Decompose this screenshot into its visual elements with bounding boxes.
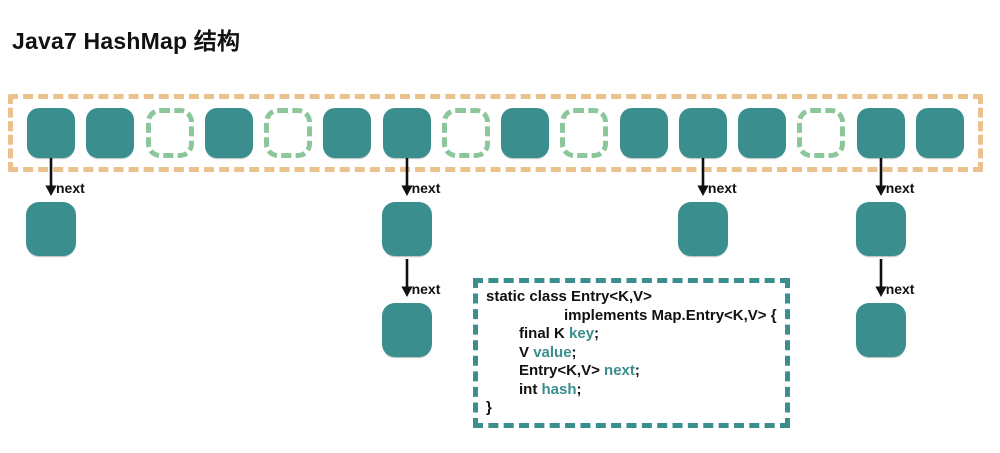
bucket-slot-14-filled: [856, 108, 905, 158]
code-line-next-field: Entry<K,V> next;: [486, 362, 775, 381]
code-text: implements Map.Entry<K,V> {: [564, 306, 777, 324]
chain-bucket-11: next: [677, 158, 737, 259]
entry-node: [381, 303, 432, 357]
next-pointer: next: [43, 158, 85, 196]
code-text: Entry<K,V>: [519, 362, 605, 379]
bucket-slot-1-filled: [86, 108, 135, 158]
next-label: next: [56, 180, 85, 196]
entry-class-code-block: static class Entry<K,V> implements Map.E…: [473, 278, 790, 428]
next-label: next: [411, 180, 441, 196]
bucket-slot-4-empty: [264, 108, 313, 158]
bucket-slot-15-filled: [915, 108, 964, 158]
bucket-slot-2-empty: [145, 108, 194, 158]
code-text: int: [519, 380, 542, 398]
chain-bucket-0: next: [25, 158, 85, 259]
code-text: static class Entry<K,V>: [486, 288, 652, 305]
next-pointer: next: [399, 158, 440, 196]
code-field-name: value: [533, 343, 572, 361]
next-label: next: [411, 281, 441, 297]
code-line-value-field: V value;: [486, 344, 775, 363]
code-text: }: [486, 399, 492, 416]
bucket-slot-3-filled: [204, 108, 253, 158]
next-label: next: [885, 180, 915, 196]
bucket-slot-11-filled: [678, 108, 727, 158]
code-text: ;: [576, 380, 582, 398]
bucket-slot-5-filled: [323, 108, 372, 158]
code-field-name: hash: [541, 380, 577, 398]
entry-node: [855, 303, 906, 357]
bucket-slot-10-filled: [619, 108, 668, 158]
bucket-slot-13-empty: [797, 108, 846, 158]
next-pointer: next: [873, 158, 914, 196]
bucket-slot-12-filled: [738, 108, 787, 158]
code-text: ;: [634, 362, 640, 379]
bucket-slot-9-empty: [560, 108, 609, 158]
next-label: next: [885, 281, 915, 297]
bucket-slot-8-filled: [501, 108, 550, 158]
chain-bucket-14: next next: [855, 158, 914, 360]
entry-node: [677, 202, 728, 256]
entry-node: [855, 202, 906, 256]
arrow-down-icon: [875, 259, 887, 297]
code-line-hash-field: int hash;: [486, 381, 775, 400]
entry-node: [381, 202, 432, 256]
chain-bucket-6: next next: [381, 158, 440, 360]
code-text: final K: [519, 325, 570, 342]
code-text: V: [519, 343, 534, 361]
arrow-down-icon: [875, 158, 887, 196]
next-pointer: next: [873, 259, 914, 297]
bucket-slot-6-filled: [382, 108, 431, 158]
bucket-slot-0-filled: [27, 108, 75, 158]
arrow-down-icon: [400, 259, 413, 297]
next-pointer: next: [695, 158, 737, 196]
arrow-down-icon: [400, 158, 413, 196]
bucket-slot-7-empty: [441, 108, 490, 158]
next-label: next: [707, 180, 737, 196]
code-field-name: key: [569, 325, 595, 342]
code-line-implements: implements Map.Entry<K,V> {: [486, 306, 777, 326]
code-line-key-field: final K key;: [486, 325, 775, 344]
next-pointer: next: [399, 259, 440, 297]
code-line-close-brace: }: [486, 399, 775, 418]
bucket-array: [8, 94, 983, 172]
code-text: ;: [571, 343, 577, 361]
entry-node: [26, 202, 76, 256]
code-line-class-decl: static class Entry<K,V>: [486, 288, 775, 307]
code-text: ;: [594, 325, 600, 342]
page-title: Java7 HashMap 结构: [12, 28, 241, 54]
arrow-down-icon: [45, 158, 57, 196]
arrow-down-icon: [697, 158, 709, 196]
code-field-name: next: [604, 362, 635, 379]
